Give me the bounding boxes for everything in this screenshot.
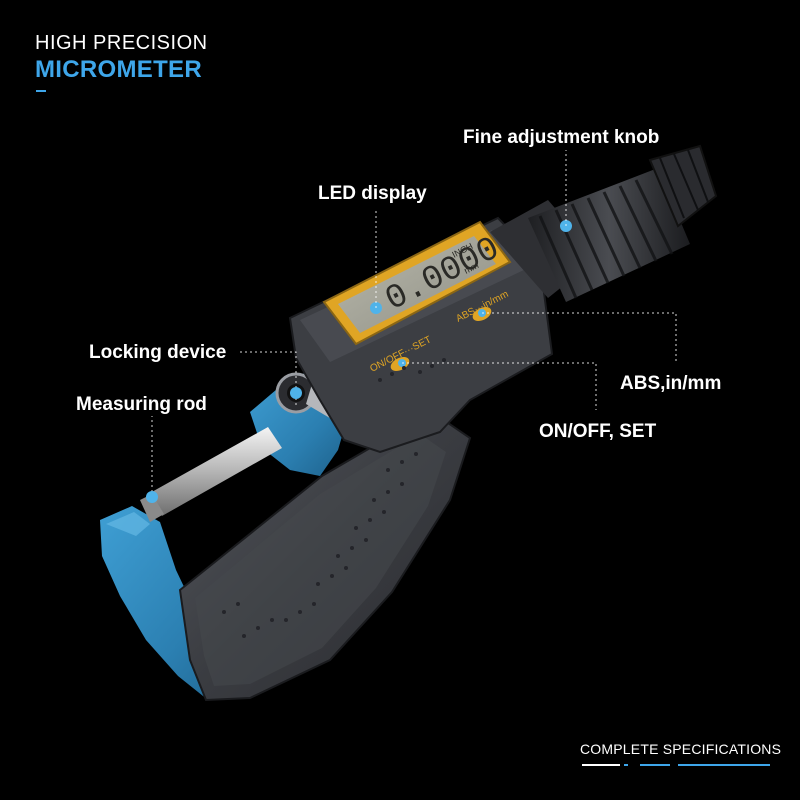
footer-accent-bars	[582, 764, 772, 767]
header-line-1: HIGH PRECISION	[35, 32, 208, 54]
ratchet-barrel	[528, 144, 718, 302]
callout-led-display: LED display	[318, 183, 427, 204]
callout-locking-device: Locking device	[89, 342, 227, 363]
measuring-rod-shape	[140, 427, 282, 522]
callout-abs-in-mm: ABS,in/mm	[620, 373, 722, 394]
callout-on-off-set: ON/OFF, SET	[539, 421, 657, 442]
grip-dots	[222, 358, 446, 638]
footer-specifications: COMPLETE SPECIFICATIONS	[580, 741, 782, 757]
header-accent-dash	[36, 90, 46, 92]
callout-measuring-rod: Measuring rod	[76, 394, 207, 415]
header-line-2: MICROMETER	[35, 56, 202, 83]
callout-dots	[146, 387, 302, 503]
callout-fine-adjustment-knob: Fine adjustment knob	[463, 127, 660, 148]
